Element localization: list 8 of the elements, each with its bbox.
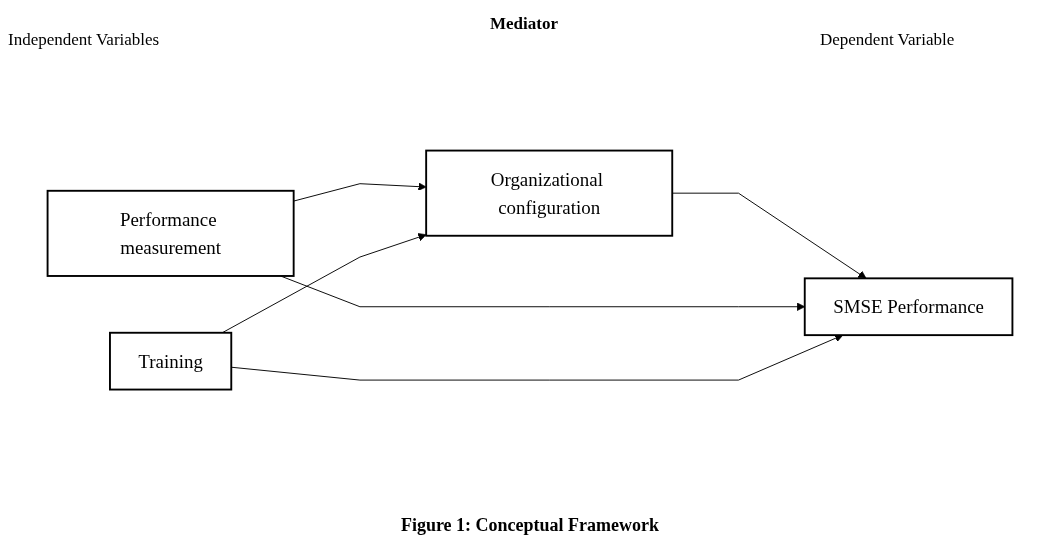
node-box: Performance measurement	[46, 189, 295, 277]
annotation-label: Independent Variables	[8, 30, 160, 50]
node-box: Training	[109, 331, 233, 391]
annotation-label: Mediator	[490, 14, 558, 34]
node-box: SMSE Performance	[803, 277, 1014, 336]
annotation-label: Dependent Variable	[820, 30, 955, 50]
node-box: Organizational configuration	[425, 149, 674, 237]
figure-caption: Figure 1: Conceptual Framework	[399, 515, 661, 536]
